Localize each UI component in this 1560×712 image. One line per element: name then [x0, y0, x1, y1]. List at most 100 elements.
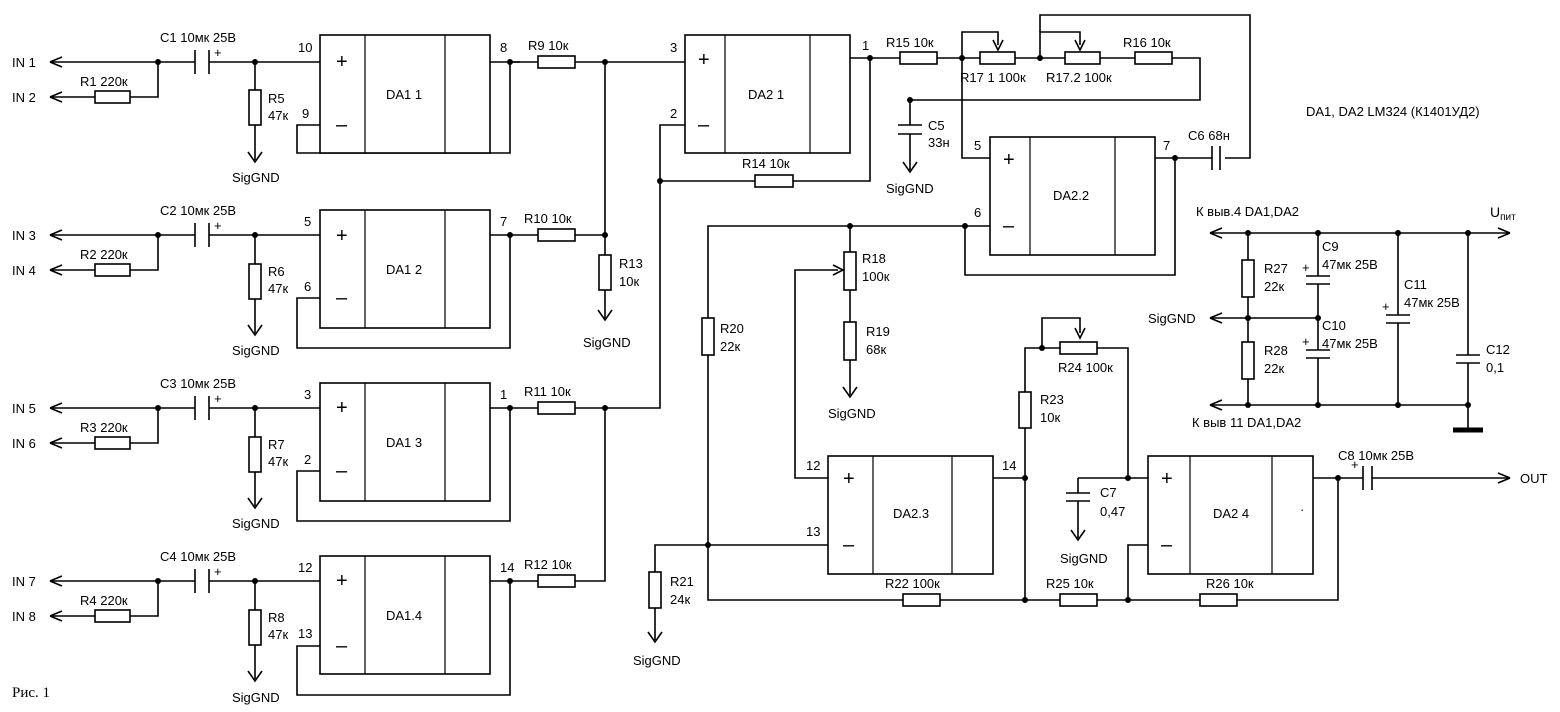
label-r5: R5 [268, 91, 285, 106]
pin-da12-o: 7 [500, 214, 507, 229]
label-r11: R11 10к [524, 384, 571, 399]
pin-da21-p: 3 [670, 40, 677, 55]
label-r20: R20 [720, 321, 744, 336]
figure-caption: Рис. 1 [12, 685, 50, 701]
label-r15: R15 10к [886, 35, 934, 50]
plus-c3: + [214, 391, 222, 406]
label-c6: C6 68н [1188, 128, 1230, 143]
input-channel-2 [49, 223, 538, 349]
r23-r24 [1018, 317, 1129, 478]
value-r8: 47к [268, 627, 288, 642]
value-r23: 10к [1040, 410, 1060, 425]
label-r14: R14 10к [742, 156, 790, 171]
label-in6: IN 6 [12, 436, 36, 451]
pin-da23-p: 12 [806, 458, 820, 473]
value-c9: 47мк 25В [1322, 257, 1378, 272]
value-r6: 47к [268, 281, 288, 296]
label-c2: C2 10мк 25В [160, 203, 236, 218]
plus-c4: + [214, 564, 222, 579]
name-da14: DA1.4 [386, 608, 422, 623]
label-in8: IN 8 [12, 609, 36, 624]
label-c10: C10 [1322, 318, 1346, 333]
label-r16: R16 10к [1123, 35, 1171, 50]
pin-da13-p: 3 [304, 387, 311, 402]
opamp-da2-4 [1059, 455, 1511, 607]
label-in2: IN 2 [12, 90, 36, 105]
label-r13: R13 [619, 256, 643, 271]
name-da23: DA2.3 [893, 506, 929, 521]
pin-da22-n: 6 [974, 205, 981, 220]
labels: IN 1 IN 2 IN 3 IN 4 IN 5 IN 6 IN 7 IN 8 … [12, 30, 1548, 705]
plus-c9: + [1302, 260, 1310, 275]
label-c5: C5 [928, 118, 945, 133]
minus-da23: – [843, 534, 855, 556]
label-in3: IN 3 [12, 228, 36, 243]
plus-da22: + [1003, 149, 1015, 171]
opamp-da1-3 [319, 382, 491, 502]
minus-da12: – [336, 287, 348, 309]
plus-da12: + [336, 225, 348, 247]
label-upit: Uпит [1490, 204, 1516, 223]
minus-da24: – [1161, 534, 1173, 556]
label-r22: R22 100к [885, 576, 940, 591]
label-r24: R24 100к [1058, 360, 1113, 375]
plus-c11: + [1382, 299, 1390, 314]
label-c8: C8 10мк 25В [1338, 448, 1414, 463]
opamp-da1-4 [319, 555, 491, 675]
pin-da13-n: 2 [304, 452, 311, 467]
plus-da24: + [1161, 468, 1173, 490]
label-r17-1: R17 1 100к [960, 70, 1026, 85]
pin-da23-n: 13 [806, 524, 820, 539]
plus-da11: + [336, 51, 348, 73]
gnd-2: SigGND [232, 343, 280, 358]
value-r18: 100к [862, 269, 890, 284]
label-r2: R2 220к [80, 247, 128, 262]
label-c4: C4 10мк 25В [160, 549, 236, 564]
label-c1: C1 10мк 25В [160, 30, 236, 45]
power-supply [1209, 227, 1511, 433]
value-r5: 47к [268, 108, 288, 123]
label-r9: R9 10к [528, 38, 569, 53]
label-r28: R28 [1264, 343, 1288, 358]
label-c12: C12 [1486, 342, 1510, 357]
plus-c1: + [214, 45, 222, 60]
gnd-c5: SigGND [886, 181, 934, 196]
plus-c2: + [214, 218, 222, 233]
label-r4: R4 220к [80, 593, 128, 608]
pin-da11-p: 10 [298, 40, 312, 55]
name-da12: DA1 2 [386, 262, 422, 277]
plus-c10: + [1302, 334, 1310, 349]
minus-da11: – [336, 114, 348, 136]
value-c11: 47мк 25В [1404, 295, 1460, 310]
gnd-r21: SigGND [633, 653, 681, 668]
pin-da13-o: 1 [500, 387, 507, 402]
label-r23: R23 [1040, 392, 1064, 407]
value-r13: 10к [619, 274, 639, 289]
pin-da21-o: 1 [862, 38, 869, 53]
gnd-supply: SigGND [1148, 311, 1196, 326]
label-pin4: К выв.4 DA1,DA2 [1196, 204, 1299, 219]
value-c12: 0,1 [1486, 360, 1504, 375]
value-r21: 24к [670, 592, 690, 607]
plus-da21: + [698, 49, 710, 71]
label-r26: R26 10к [1206, 576, 1254, 591]
label-c3: C3 10мк 25В [160, 376, 236, 391]
value-c7: 0,47 [1100, 504, 1125, 519]
plus-da13: + [336, 397, 348, 419]
pin-da12-p: 5 [304, 214, 311, 229]
label-r3: R3 220к [80, 420, 128, 435]
value-c10: 47мк 25В [1322, 336, 1378, 351]
value-r7: 47к [268, 454, 288, 469]
pin-da22-p: 5 [974, 138, 981, 153]
gnd-c7: SigGND [1060, 551, 1108, 566]
label-r17-2: R17.2 100к [1046, 70, 1112, 85]
name-da11: DA1 1 [386, 87, 422, 102]
minus-da13: – [336, 460, 348, 482]
minus-da14: – [336, 635, 348, 657]
filter-network [898, 14, 1251, 174]
note-opamp-type: DA1, DA2 LM324 (К1401УД2) [1306, 104, 1480, 119]
pin-da22-o: 7 [1163, 138, 1170, 153]
label-c9: C9 [1322, 239, 1339, 254]
label-r19: R19 [866, 324, 890, 339]
